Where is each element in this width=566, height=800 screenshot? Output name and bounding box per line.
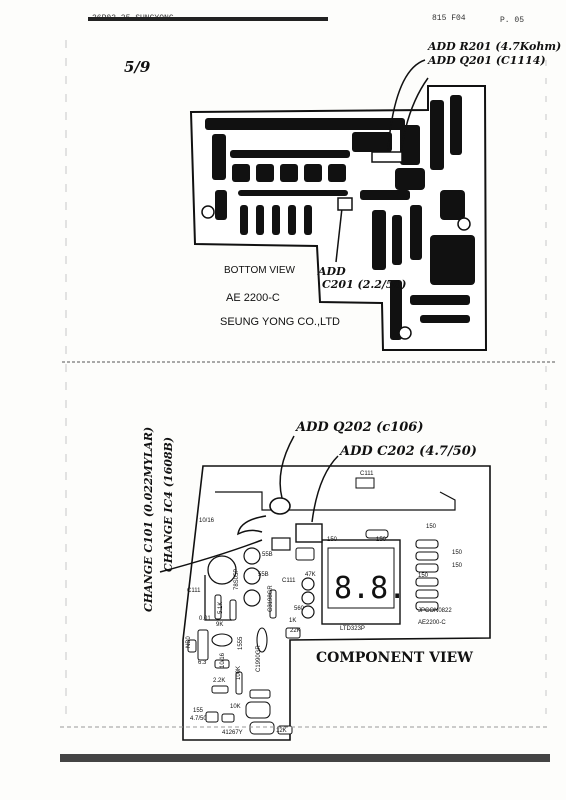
- label-1k: 1K: [289, 618, 297, 624]
- label-4-7-50: 4.7/50: [190, 716, 207, 722]
- resistor-stack: [415, 539, 439, 611]
- mount-hole: [457, 217, 471, 231]
- capacitor-oval: [256, 627, 268, 653]
- label-12k: 12K: [276, 728, 287, 734]
- mount-hole: [398, 326, 412, 340]
- label-10-16: 10/16: [199, 518, 215, 524]
- note-add-r201: ADD R201 (4.7Kohm): [428, 40, 562, 53]
- arrow-c201: [335, 207, 343, 263]
- label-0-01: 0.01: [199, 616, 211, 622]
- electrolytic-cap-body: [204, 575, 232, 621]
- label-100k: 100K: [236, 665, 242, 680]
- ic-chip: [295, 523, 323, 543]
- cable-loop: [237, 515, 267, 536]
- added-part-c201: [337, 197, 353, 211]
- label-5-1k: 5.1K: [218, 601, 224, 614]
- bottom-view-label: BOTTOM VIEW: [224, 265, 295, 276]
- scan-noise-strip: [60, 754, 550, 762]
- label-led-55b-2: 55B: [258, 572, 269, 578]
- page-number: P. 05: [500, 16, 525, 25]
- capacitor-oval: [211, 633, 233, 647]
- label-150-b: 150: [376, 537, 387, 543]
- label-nb0: NB0: [186, 636, 192, 648]
- ic-chip-lower: [271, 537, 291, 551]
- connector: [355, 477, 375, 489]
- arrow-change: [159, 539, 263, 573]
- label-2-2k-left: 2.2K: [213, 678, 226, 684]
- svg-text:8.8.: 8.8.: [334, 571, 406, 606]
- small-components: [187, 529, 389, 735]
- label-c111-left: C111: [187, 588, 201, 594]
- page-mark: 5/9: [124, 58, 151, 76]
- label-display-ltd323p: LTD323P: [340, 626, 365, 632]
- label-47k: 47K: [305, 572, 316, 578]
- seven-segment-display: [321, 539, 401, 625]
- label-board-id: JPCON0822: [418, 608, 452, 614]
- note-add-q201: ADD Q201 (C1114): [428, 54, 546, 67]
- label-c3198: C3198GR: [268, 585, 274, 612]
- component-view-label: COMPONENT VIEW: [316, 650, 473, 666]
- note-add-q202: ADD Q202 (c106): [296, 420, 424, 435]
- note-change-ic4: CHANGE IC4 (1608B): [162, 436, 175, 572]
- label-1555: 1555: [238, 636, 244, 650]
- label-150-f: 150: [418, 573, 429, 579]
- label-10k: 10K: [230, 704, 241, 710]
- bottom-view-model: AE 2200-C: [226, 292, 280, 304]
- copper-traces: [205, 95, 475, 340]
- label-150-c: 150: [426, 524, 437, 530]
- bottom-view-company: SEUNG YONG CO.,LTD: [220, 316, 341, 328]
- page-reference: 815 F04: [432, 14, 466, 23]
- added-part-q201: [371, 151, 403, 163]
- note-add-c201-line2: C201 (2.2/50): [322, 278, 407, 291]
- mount-hole: [201, 205, 215, 219]
- label-c1990: C1990GR: [256, 645, 262, 672]
- note-change-c101: CHANGE C101 (0.022MYLAR): [142, 426, 155, 612]
- arrow-q202: [279, 435, 295, 499]
- label-c111-top: C111: [360, 471, 374, 477]
- label-560: 560: [294, 606, 305, 612]
- label-150-e: 150: [452, 563, 463, 569]
- label-10-16b: 10/16: [220, 652, 226, 668]
- board-notch: [215, 491, 456, 511]
- electrolytic-cap: [207, 555, 237, 585]
- label-c111-mid: C111: [282, 578, 296, 584]
- label-150-a: 150: [327, 537, 338, 543]
- label-led-55b-1: 55B: [262, 552, 273, 558]
- label-6-3: 6.3: [198, 660, 207, 666]
- label-155: 155: [193, 708, 204, 714]
- added-q202: [269, 497, 291, 515]
- arrow-r201: [387, 59, 426, 151]
- label-150-d: 150: [452, 550, 463, 556]
- note-add-c201-line1: ADD: [318, 265, 346, 278]
- label-board-model: AE2200-C: [418, 620, 446, 626]
- label-ic-41267y: 41267Y: [222, 730, 243, 736]
- label-regulator: 78S05P: [234, 568, 240, 590]
- label-22k: 22K: [290, 628, 301, 634]
- leds: [243, 547, 315, 619]
- fax-header-bar: [88, 17, 328, 21]
- note-add-c202: ADD C202 (4.7/50): [340, 444, 477, 459]
- label-9k: 9K: [216, 622, 224, 628]
- arrow-c202: [311, 455, 339, 523]
